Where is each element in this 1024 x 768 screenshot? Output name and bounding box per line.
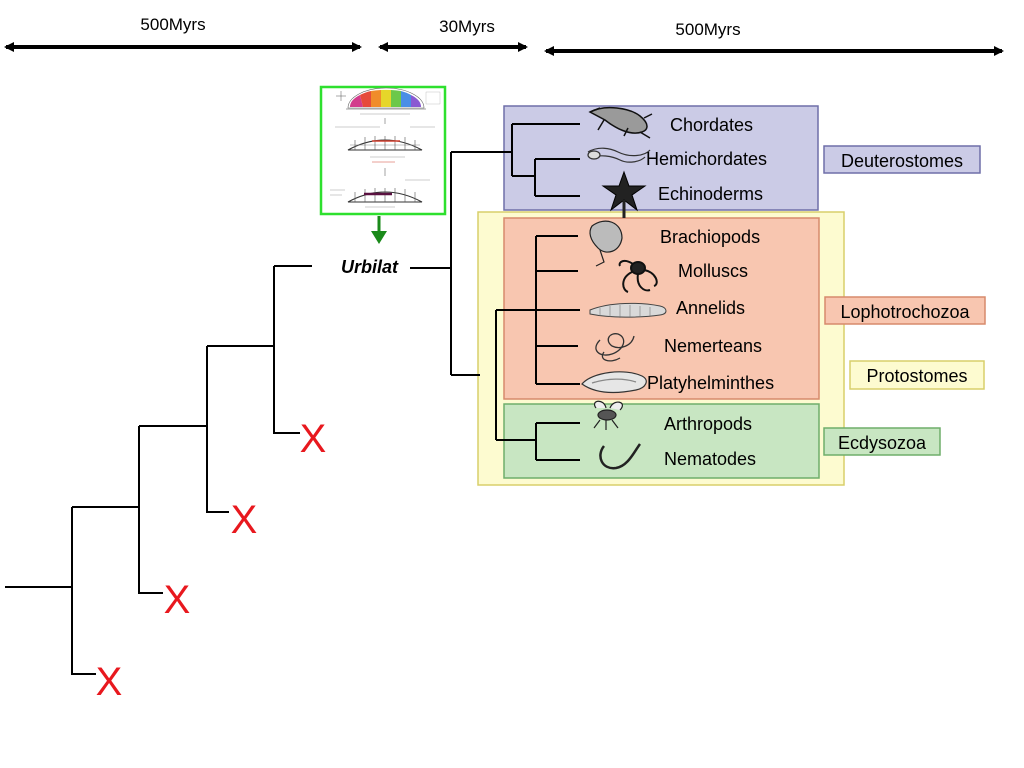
urbilat-label: Urbilat <box>341 257 399 277</box>
extinct-marker: X <box>164 578 191 622</box>
flatworm-icon <box>581 371 647 394</box>
timescale-label-right: 500Myrs <box>675 20 740 39</box>
ribbon-worm-icon <box>595 333 635 362</box>
lizard-icon <box>588 106 653 139</box>
brachiopod-icon <box>589 220 623 267</box>
stem-node-5 <box>246 265 312 347</box>
extinct-marker: X <box>300 417 327 461</box>
group-labels: Deuterostomes Lophotrochozoa Protostomes… <box>823 145 986 456</box>
lophotrochozoa-label-box <box>824 296 986 325</box>
frog-diagram-icon <box>330 87 441 208</box>
ecdysozoa-label: Ecdysozoa <box>838 433 927 453</box>
inset-arrow-head <box>371 231 387 244</box>
protostomes-label: Protostomes <box>866 366 967 386</box>
taxon-label-platyhelminthes: Platyhelminthes <box>647 373 774 393</box>
timescale-label-left: 500Myrs <box>140 15 205 34</box>
stem-node-4 <box>207 266 300 434</box>
lophotrochozoa-node <box>535 235 580 385</box>
timescale: 500Myrs 30Myrs 500Myrs <box>4 15 1004 56</box>
stem-node-1 <box>71 507 96 675</box>
taxon-labels: Chordates Hemichordates Echinoderms Brac… <box>646 115 774 469</box>
embryo-inset <box>319 85 447 244</box>
animal-icons <box>581 106 667 470</box>
earthworm-icon <box>589 302 667 318</box>
taxon-label-echinoderms: Echinoderms <box>658 184 763 204</box>
starfish-icon <box>601 170 647 218</box>
ambulacraria-node <box>534 158 580 197</box>
stem-node-3 <box>139 346 229 513</box>
octopus-icon <box>618 259 658 293</box>
taxon-label-annelids: Annelids <box>676 298 745 318</box>
timescale-label-middle: 30Myrs <box>439 17 495 36</box>
ecdysozoa-label-box <box>823 427 941 456</box>
stem-node-2 <box>72 426 163 594</box>
protostomes-label-box <box>849 360 985 390</box>
taxon-label-arthropods: Arthropods <box>664 414 752 434</box>
ecdysozoa-box <box>503 403 820 479</box>
lophotrochozoa-label: Lophotrochozoa <box>840 302 970 322</box>
ecdysozoa-node <box>535 422 580 461</box>
extinct-marker: X <box>96 660 123 704</box>
taxon-label-brachiopods: Brachiopods <box>660 227 760 247</box>
taxon-label-hemichordates: Hemichordates <box>646 149 767 169</box>
extinct-markers: X X X X <box>96 417 327 704</box>
taxon-label-molluscs: Molluscs <box>678 261 748 281</box>
crown-tree <box>410 123 580 461</box>
extinct-marker: X <box>231 498 258 542</box>
deuterostome-node <box>511 123 580 177</box>
fly-icon <box>593 400 623 430</box>
roundworm-icon <box>599 443 642 470</box>
stem-tree <box>5 265 312 675</box>
deuterostomes-label-box <box>823 145 981 174</box>
deuterostomes-label: Deuterostomes <box>841 151 963 171</box>
taxon-label-nemerteans: Nemerteans <box>664 336 762 356</box>
taxon-label-chordates: Chordates <box>670 115 753 135</box>
acorn-worm-icon <box>587 147 651 163</box>
taxon-label-nematodes: Nematodes <box>664 449 756 469</box>
